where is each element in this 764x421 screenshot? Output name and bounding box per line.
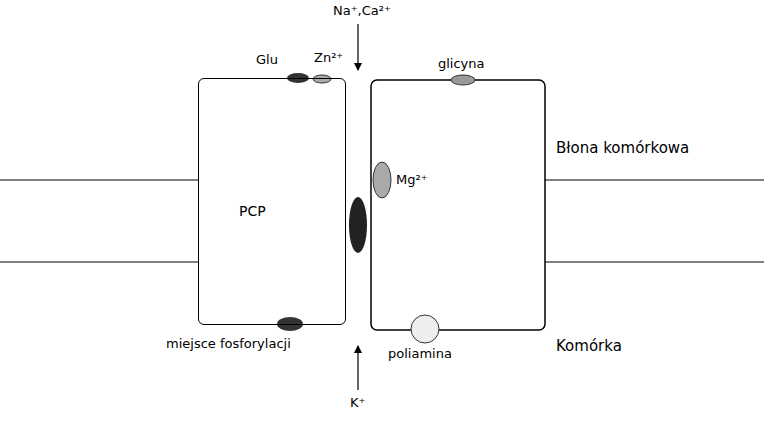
diagram-label: Glu xyxy=(256,52,278,68)
diagram-label: K⁺ xyxy=(350,395,365,411)
phosphorylation-site xyxy=(277,317,303,331)
diagram-label: Komórka xyxy=(556,338,622,354)
glycine-site xyxy=(451,75,475,85)
diagram-label: Zn²⁺ xyxy=(314,50,343,66)
polyamine-site xyxy=(411,315,439,343)
diagram-label: Na⁺,Ca²⁺ xyxy=(333,3,391,19)
ion-efflux-arrow xyxy=(357,346,358,390)
diagram-label: poliamina xyxy=(388,346,452,362)
site-label: PCP xyxy=(239,203,266,219)
diagram-label: Błona komórkowa xyxy=(556,140,689,156)
diagram-label: miejsce fosforylacji xyxy=(166,336,291,352)
pcp-site xyxy=(349,197,367,253)
magnesium-site xyxy=(373,162,391,198)
receptor-subunit xyxy=(371,80,545,330)
diagram-label: glicyna xyxy=(438,56,485,72)
ion-influx-arrow xyxy=(357,24,358,70)
diagram-label: Mg²⁺ xyxy=(396,172,428,188)
receptor-subunit: PCP xyxy=(198,78,346,325)
zinc-site xyxy=(313,75,331,83)
